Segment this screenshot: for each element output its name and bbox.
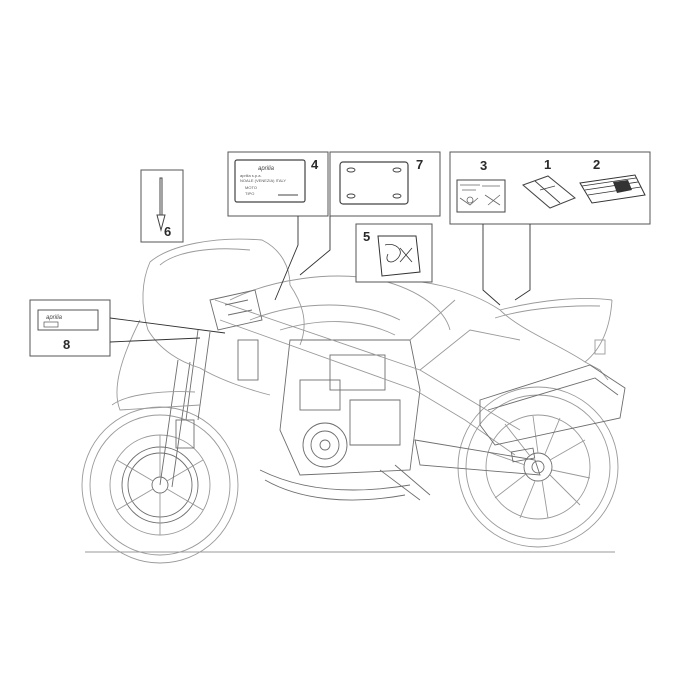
- plate-line-2: NOALE (VENEZIA) ITALY: [240, 178, 286, 183]
- plate-line-4: TIPO: [245, 191, 254, 196]
- part-1-pouch: [522, 175, 576, 209]
- callout-1: 1: [544, 157, 551, 172]
- callout-3: 3: [480, 158, 487, 173]
- swingarm-exhaust: [414, 364, 626, 476]
- part-8-box: aprilia 8: [29, 299, 111, 357]
- leader-lines: [109, 216, 531, 343]
- callout-5: 5: [363, 229, 370, 244]
- part-2-manual: [579, 174, 646, 204]
- part-5-box: 5: [355, 223, 433, 283]
- callout-7: 7: [416, 157, 423, 172]
- cockpit: [209, 289, 263, 381]
- frame: [214, 299, 521, 456]
- engine: [259, 339, 431, 501]
- callout-2: 2: [593, 157, 600, 172]
- rear-wheel: [457, 386, 619, 548]
- part-6-box: 6: [140, 169, 184, 243]
- parts-1-2-3-box: 3 1 2: [449, 151, 651, 225]
- callout-4: 4: [311, 157, 319, 172]
- plate-line-1: aprilia s.p.a.: [240, 173, 262, 178]
- part-7-box: 7: [329, 151, 441, 217]
- part-3-decal-sheet: [456, 179, 506, 213]
- plate-aprilia-logo: aprilia: [258, 166, 275, 172]
- plate-line-3: MOTO: [245, 185, 257, 190]
- part-4-box: aprilia aprilia s.p.a. NOALE (VENEZIA) I…: [227, 151, 329, 217]
- motorcycle-drawing: [81, 238, 626, 564]
- callout-6: 6: [164, 224, 171, 239]
- callout-8: 8: [63, 337, 70, 352]
- sticker-aprilia-logo: aprilia: [46, 315, 63, 321]
- front-fork: [159, 329, 211, 488]
